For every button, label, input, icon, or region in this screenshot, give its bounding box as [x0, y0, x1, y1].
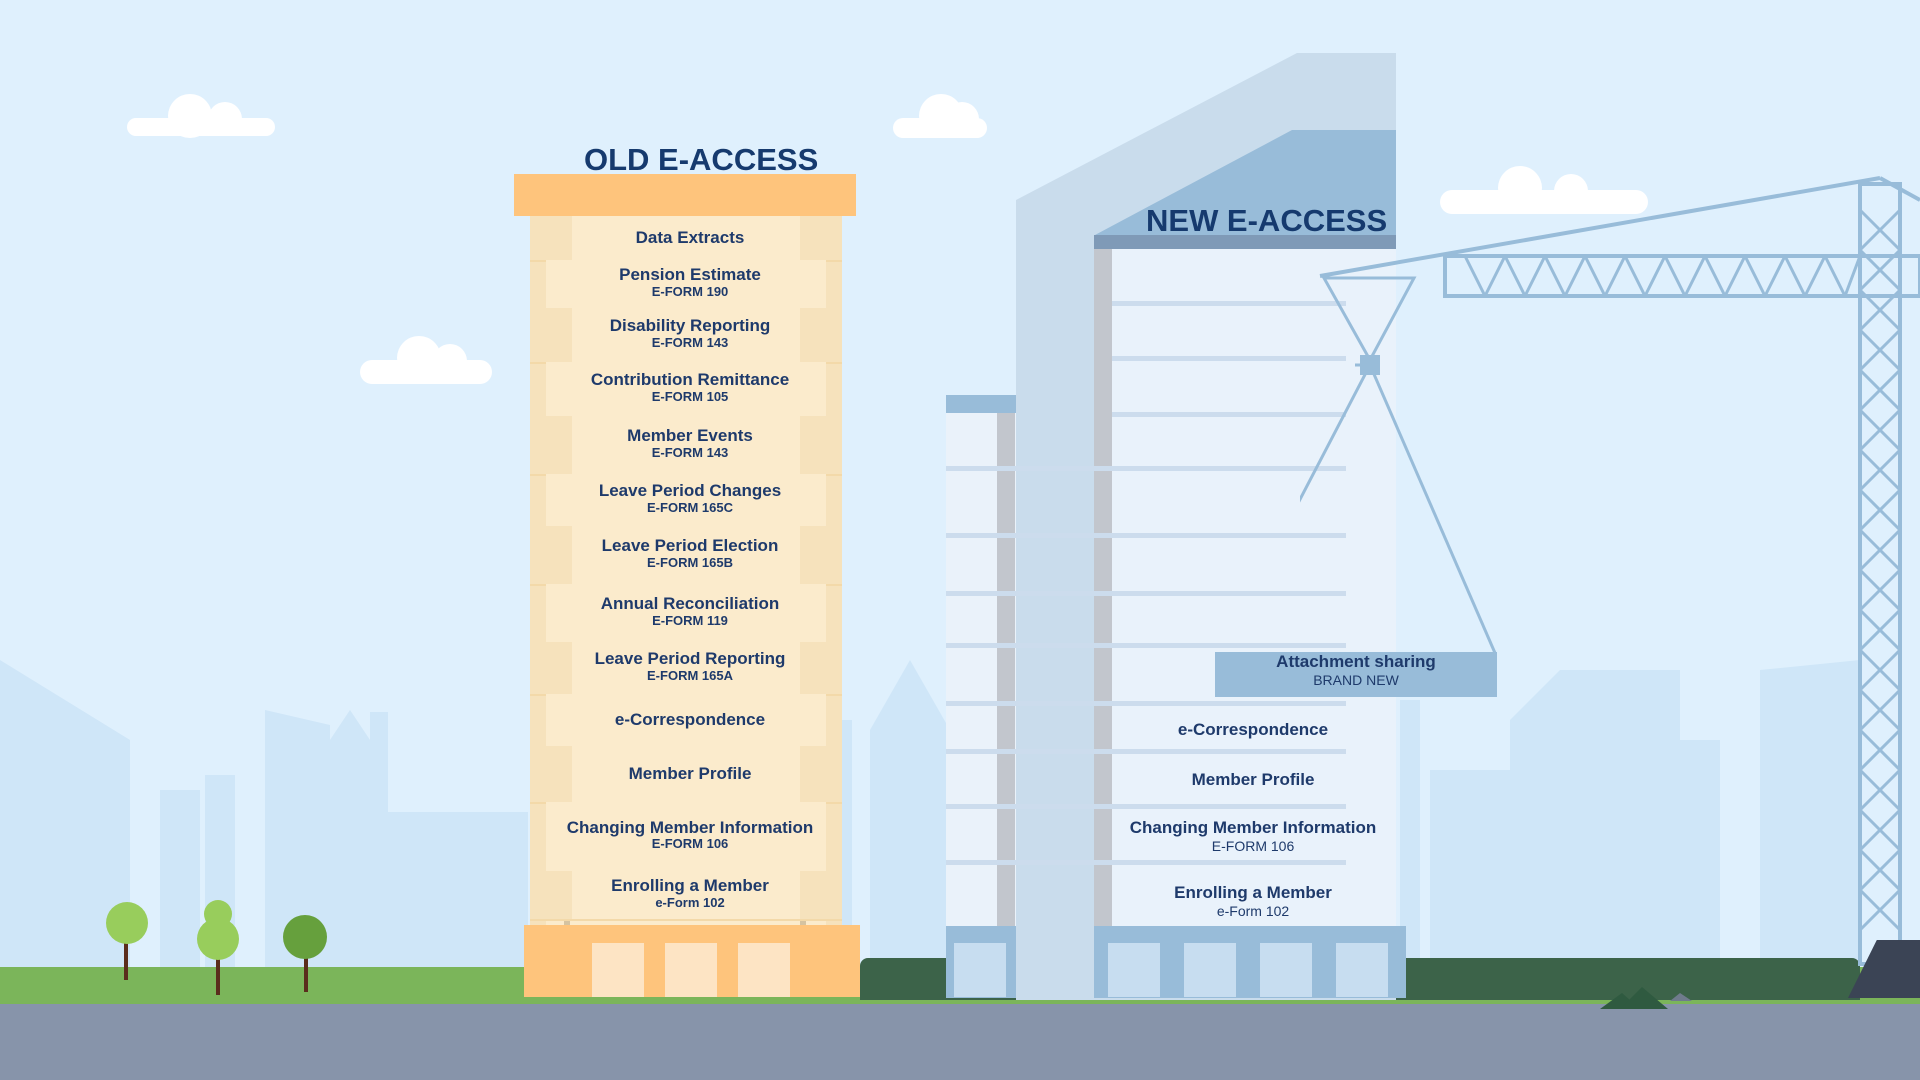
old-building-door [592, 943, 644, 997]
old-floor-form-code: E-FORM 190 [651, 283, 729, 299]
old-floor-title: Changing Member Information [566, 817, 814, 837]
new-floor-label: e-Correspondence [1112, 720, 1394, 740]
old-floor-form-code: E-FORM 143 [651, 444, 729, 460]
old-floor-title: Leave Period Changes [598, 481, 782, 500]
new-building-floor-lines [946, 301, 1346, 865]
new-building-roof [1094, 235, 1396, 249]
new-building-door [1260, 943, 1312, 997]
old-building-title: OLD E-ACCESS [584, 142, 819, 177]
old-floor-title: Data Extracts [635, 228, 745, 247]
old-floor-label: Member Profile [530, 764, 850, 784]
old-building-roof [514, 174, 856, 216]
new-building-annex-column [997, 413, 1015, 933]
crane-load-label: Attachment sharing BRAND NEW [1215, 652, 1497, 689]
tree-top [204, 900, 232, 928]
new-building-door [1108, 943, 1160, 997]
new-floor-form-code: e-Form 102 [1216, 903, 1290, 920]
old-floor-title: e-Correspondence [614, 710, 766, 729]
old-building-door [738, 943, 790, 997]
crane [1300, 176, 1920, 966]
old-floor-core [572, 642, 800, 694]
old-floor-form-code: E-FORM 143 [651, 334, 729, 350]
tree-top [106, 902, 148, 944]
new-building-frame-base [1016, 926, 1094, 998]
new-floor-title: e-Correspondence [1177, 720, 1329, 739]
crane-load-subtitle: BRAND NEW [1313, 672, 1399, 689]
new-floor-title: Changing Member Information [1129, 818, 1377, 837]
old-floor-label: e-Correspondence [530, 710, 850, 730]
old-floor-form-code: e-Form 102 [655, 894, 725, 910]
crane-load-title: Attachment sharing [1276, 652, 1436, 671]
old-floor-title: Member Events [627, 426, 753, 445]
old-floor-form-code: E-FORM 165B [647, 554, 733, 570]
old-floor-title: Contribution Remittance [590, 370, 790, 389]
old-floor-core [572, 416, 800, 474]
old-floor-title: Disability Reporting [609, 316, 771, 335]
tree [304, 930, 308, 992]
old-floor-label: Data Extracts [530, 228, 850, 248]
cloud [1440, 166, 1648, 214]
old-floor-core [572, 308, 800, 362]
old-floor-form-code: E-FORM 165A [647, 667, 733, 683]
old-floor-form-code: E-FORM 165C [647, 499, 733, 515]
old-floor-form-code: E-FORM 119 [652, 612, 728, 628]
tree [216, 935, 220, 995]
old-floor-band [546, 362, 826, 418]
road [0, 1004, 1920, 1080]
old-floor-title: Member Profile [628, 764, 752, 783]
new-building-door [1336, 943, 1388, 997]
cloud [360, 336, 492, 384]
tree [124, 925, 128, 980]
new-building-door [1184, 943, 1236, 997]
new-floor-label: Member Profile [1112, 770, 1394, 790]
new-building-annex-roof [946, 395, 1016, 413]
old-floor-core [572, 216, 800, 260]
old-floor-title: Leave Period Reporting [594, 649, 786, 668]
rocks [1600, 987, 1692, 1009]
new-floor-title: Member Profile [1191, 770, 1315, 789]
old-floor-form-code: E-FORM 106 [651, 836, 729, 852]
old-floor-band [546, 584, 826, 644]
old-floor-title: Leave Period Election [601, 536, 779, 555]
cloud [893, 94, 987, 138]
old-building-door [665, 943, 717, 997]
crane-load-panel [1215, 652, 1497, 697]
old-floor-title: Pension Estimate [619, 265, 761, 284]
new-floor-form-code: E-FORM 106 [1211, 838, 1295, 855]
old-floor-core [572, 526, 800, 584]
old-floor-title: Annual Reconciliation [600, 594, 780, 613]
old-floor-core [572, 871, 800, 919]
old-floor-form-code: E-FORM 105 [651, 388, 729, 404]
cloud [127, 94, 275, 138]
old-floor-title: Enrolling a Member [611, 876, 769, 895]
old-floor-core [572, 746, 800, 802]
tree-top [283, 915, 327, 959]
new-building-title: NEW E-ACCESS [1146, 203, 1388, 238]
new-building-door [954, 943, 1006, 997]
new-floor-title: Enrolling a Member [1174, 883, 1332, 902]
